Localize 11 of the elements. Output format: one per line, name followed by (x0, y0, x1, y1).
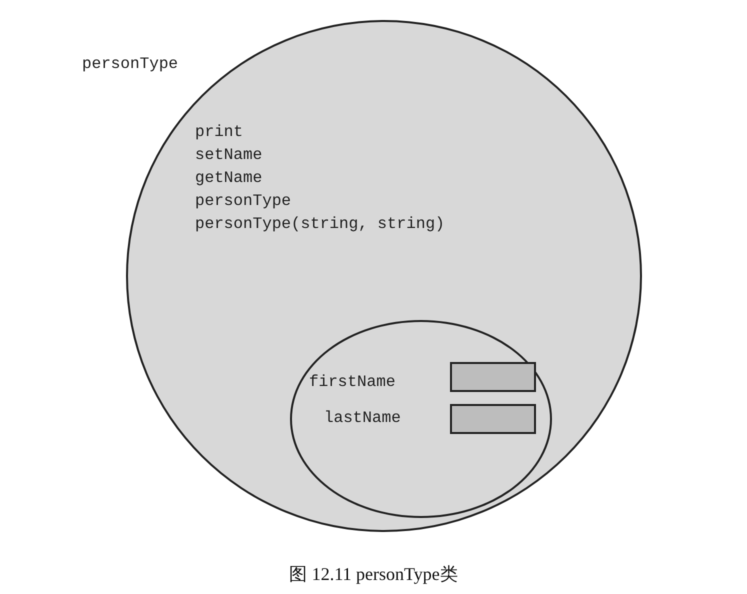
field-box (450, 404, 536, 434)
field-box (450, 362, 536, 392)
member-function-name: setName (195, 145, 262, 165)
member-variable-name: lastName (324, 408, 401, 428)
member-function-name: print (195, 122, 244, 142)
class-name: personType (82, 54, 178, 74)
member-variable-name: firstName (309, 372, 396, 392)
member-function-name: personType (195, 191, 292, 211)
member-function-name: personType(string, string) (195, 214, 445, 234)
figure-caption: 图 12.11 personType类 (288, 563, 459, 586)
member-function-name: getName (195, 168, 262, 188)
